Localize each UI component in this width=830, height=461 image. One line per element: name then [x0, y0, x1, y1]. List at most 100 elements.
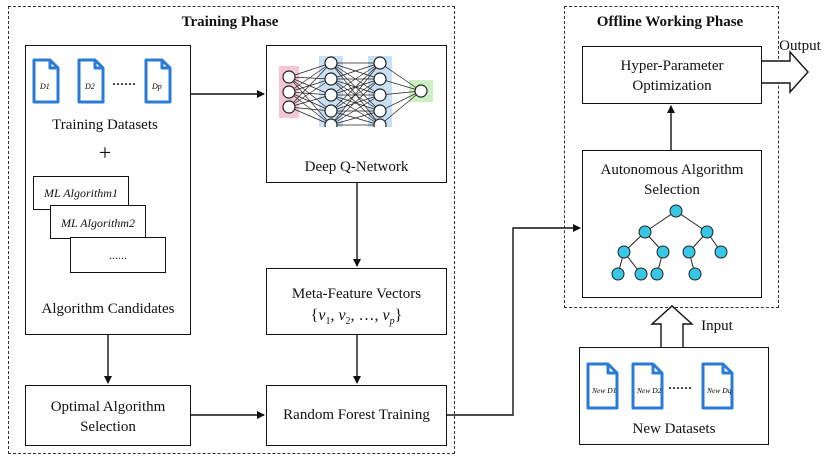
nn-edge — [330, 78, 381, 112]
tree-node — [688, 267, 702, 281]
algorithm-card: ML Algorithm2 — [50, 205, 146, 239]
autonomous-algorithm-selection-label: Autonomous Algorithm — [600, 162, 744, 178]
hyper-parameter-optimization-label: Hyper-Parameter — [620, 58, 724, 74]
meta-feature-vectors-box — [266, 268, 447, 335]
nn-edge — [330, 110, 381, 126]
algorithm-card: ML Algorithm1 — [33, 176, 129, 210]
nn-edge — [379, 90, 422, 126]
training-phase-container — [8, 6, 455, 454]
algorithm-candidates-label: Algorithm Candidates — [41, 301, 175, 317]
training-datasets-label: Training Datasets — [52, 117, 158, 133]
nn-edge — [330, 94, 381, 112]
tree-node — [617, 245, 631, 259]
decision-tree-graphic — [611, 204, 728, 281]
nn-edge — [288, 76, 332, 112]
nn-edge — [330, 62, 381, 80]
tree-node — [650, 267, 664, 281]
algorithm-card-label: ML Algorithm1 — [44, 186, 118, 200]
training-dataset-icons: D1 D2 ······ Dp — [32, 58, 172, 104]
meta-feature-vectors-label: Meta-Feature Vectors — [291, 286, 422, 302]
hyper-parameter-optimization-label: Optimization — [632, 78, 712, 94]
plus-sign: + — [98, 140, 112, 165]
deep-q-network-label: Deep Q-Network — [304, 159, 409, 175]
nn-node — [373, 118, 387, 127]
optimal-algorithm-selection-label: Optimal Algorithm — [50, 399, 166, 415]
dataset-icon-label: New D1 — [591, 386, 616, 395]
document-icon: Dp — [144, 58, 172, 104]
nn-node — [282, 100, 296, 114]
nn-edge — [288, 94, 332, 108]
nn-node — [373, 72, 387, 86]
input-label: Input — [701, 318, 733, 334]
document-icon: New Dq — [701, 362, 734, 410]
training-phase-title: Training Phase — [181, 14, 279, 30]
output-label: Output — [779, 38, 821, 54]
neural-network-graphic — [279, 56, 433, 127]
random-forest-training-box — [266, 385, 447, 446]
tree-node — [656, 245, 670, 259]
nn-edge — [379, 78, 422, 92]
optimal-algorithm-selection-box — [25, 385, 191, 446]
tree-node — [634, 267, 648, 281]
tree-node — [714, 245, 728, 259]
document-icon: New D2 — [631, 362, 664, 410]
tree-node — [638, 225, 652, 239]
arrow-rf-to-aas — [447, 224, 581, 416]
algorithm-card-label: ML Algorithm2 — [61, 216, 135, 230]
autonomous-algorithm-selection-label: Selection — [644, 182, 700, 198]
nn-edge — [288, 62, 332, 78]
new-dataset-icons: New D1 New D2 ······ New Dq — [586, 362, 734, 410]
input-arrow — [650, 305, 694, 347]
dataset-icon-label: New Dq — [706, 386, 732, 395]
nn-node — [324, 72, 338, 86]
optimal-algorithm-selection-label: Selection — [80, 419, 136, 435]
document-icon: D1 — [32, 58, 60, 104]
nn-node — [282, 85, 296, 99]
dataset-ellipsis: ······ — [668, 381, 692, 395]
nn-edge — [288, 76, 332, 96]
nn-edge — [288, 78, 332, 108]
nn-edge — [288, 91, 332, 126]
nn-edge — [288, 91, 332, 96]
nn-node — [324, 104, 338, 118]
meta-feature-formula: {v1, v2, …, vp} — [310, 307, 403, 328]
tree-node — [682, 245, 696, 259]
algorithm-card-label: ...... — [109, 248, 127, 262]
document-icon: New D1 — [586, 362, 619, 410]
nn-node — [373, 104, 387, 118]
output-arrow — [762, 50, 809, 94]
nn-node — [282, 70, 296, 84]
nn-node — [324, 56, 338, 70]
tree-node — [611, 267, 625, 281]
offline-phase-title: Offline Working Phase — [596, 14, 744, 30]
nn-edge — [288, 91, 332, 112]
tree-node — [669, 204, 683, 218]
dataset-icon-label: Dp — [151, 82, 162, 91]
nn-edge — [379, 90, 422, 96]
algorithm-card: ...... — [70, 237, 166, 273]
nn-node — [324, 118, 338, 127]
nn-node — [373, 56, 387, 70]
nn-edge — [330, 62, 381, 112]
nn-edge — [288, 106, 332, 112]
document-icon: D2 — [77, 58, 105, 104]
random-forest-training-label: Random Forest Training — [283, 407, 430, 423]
dataset-ellipsis: ······ — [112, 77, 136, 91]
nn-node — [373, 88, 387, 102]
nn-node — [324, 88, 338, 102]
nn-edge — [330, 78, 381, 126]
nn-edge — [330, 94, 381, 126]
nn-edge — [379, 62, 422, 92]
dataset-icon-label: D1 — [39, 82, 50, 91]
nn-edge — [379, 90, 422, 112]
nn-edge — [288, 62, 332, 108]
dataset-icon-label: New D2 — [636, 386, 662, 395]
tree-node — [700, 225, 714, 239]
dataset-icon-label: D2 — [84, 82, 95, 91]
nn-edge — [330, 62, 381, 126]
nn-edge — [288, 76, 332, 80]
new-datasets-label: New Datasets — [632, 421, 716, 437]
nn-edge — [288, 62, 332, 93]
hyper-parameter-optimization-box — [582, 46, 762, 104]
